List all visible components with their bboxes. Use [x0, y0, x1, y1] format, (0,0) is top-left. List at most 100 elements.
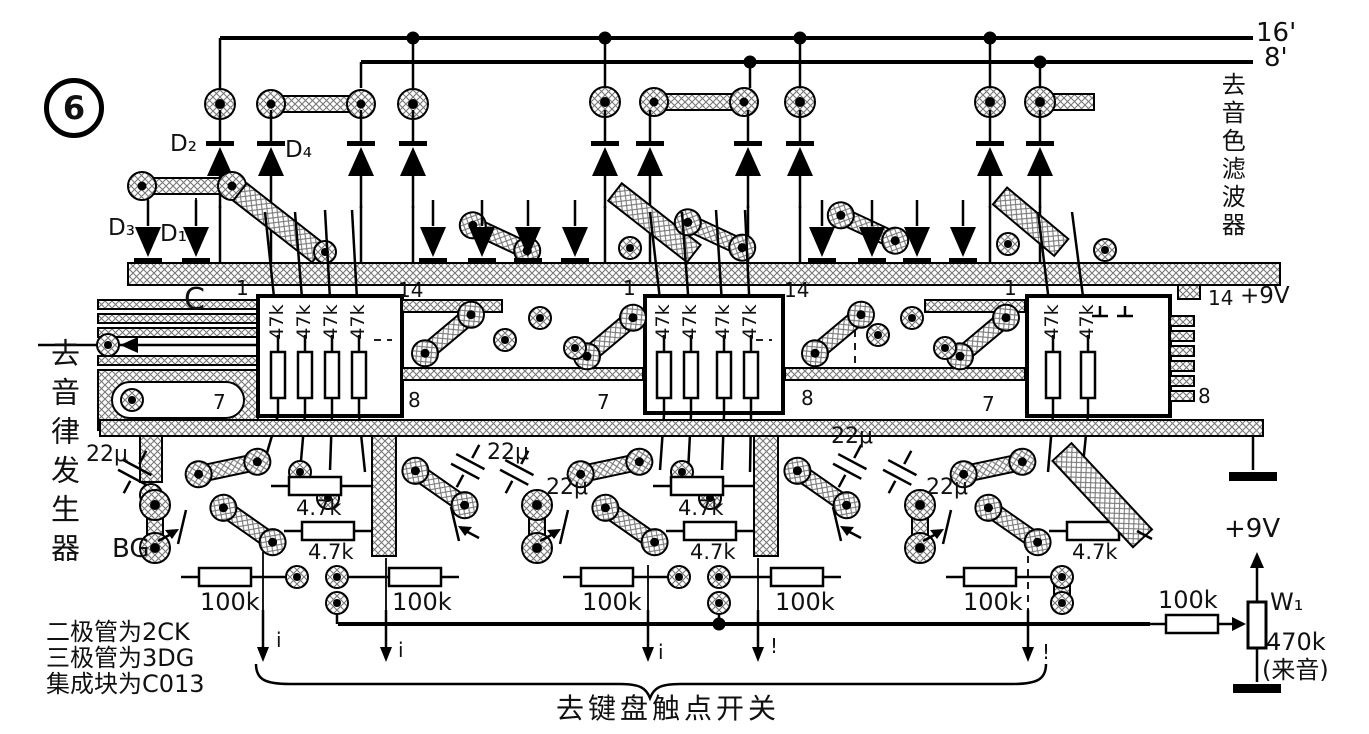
ic2-pin1: 1	[623, 276, 636, 300]
top-bus-16	[218, 31, 1253, 88]
main-power-bus	[127, 262, 1281, 300]
pad	[707, 565, 731, 589]
ic1-r2-value: 47k	[293, 304, 316, 340]
cap-value: 22μ	[926, 475, 968, 500]
pad	[1093, 238, 1117, 262]
r100-value: 100k	[963, 588, 1023, 616]
r47-value: 4.7k	[690, 540, 736, 564]
transistor-bg-label: BG	[112, 534, 150, 564]
diode-d1-label: D₁	[160, 221, 187, 247]
section-wires	[269, 484, 372, 624]
diode	[901, 198, 933, 265]
tone-generator-label: 去音律发生器	[46, 338, 81, 572]
ic1-r4-value: 47k	[347, 304, 370, 340]
arrow-mark: i	[658, 640, 664, 664]
pad	[96, 333, 120, 357]
diode	[784, 108, 816, 210]
r47-value: 4.7k	[1072, 540, 1118, 564]
pad	[139, 489, 171, 521]
tone-filter-label: 去音色滤波器	[1217, 72, 1246, 240]
arrow-mark: i	[276, 628, 282, 652]
junction-dot	[712, 617, 726, 631]
resistor	[179, 566, 271, 588]
pad	[325, 565, 349, 589]
r47-value: 4.7k	[678, 496, 724, 520]
diode	[397, 108, 429, 210]
pad	[866, 323, 890, 347]
cap-value: 22μ	[831, 424, 873, 449]
resistor	[751, 566, 843, 588]
bus-16-label: 16'	[1256, 18, 1297, 48]
junction-dot	[406, 31, 420, 45]
pcb-trace	[639, 87, 759, 117]
ic2-pin8: 8	[801, 386, 814, 410]
pad	[563, 336, 587, 360]
analog-section-2	[490, 435, 877, 624]
diode	[1024, 108, 1056, 210]
pad	[933, 336, 957, 360]
ic3-r1-value: 47k	[1041, 304, 1064, 340]
power-bus-label: +9V	[1240, 283, 1290, 309]
pcb-trace	[256, 89, 376, 119]
ic1-r1-value: 47k	[266, 304, 289, 340]
junction-dot	[1033, 55, 1047, 69]
ic-2	[643, 209, 785, 473]
arrow-mark: i	[398, 638, 404, 662]
ic3-pin1: 1	[1004, 276, 1017, 300]
w1-potentiometer	[1233, 552, 1281, 693]
pad	[120, 388, 144, 412]
diode-d3-label: D₃	[108, 215, 135, 241]
arrow-down-icon	[255, 608, 271, 664]
pad	[900, 306, 924, 330]
diode	[559, 198, 591, 265]
diode	[255, 108, 287, 210]
cap-value: 22μ	[86, 442, 128, 467]
arrow-mark: !	[770, 634, 779, 658]
figure-number-badge: 6	[44, 78, 104, 138]
diode	[856, 198, 888, 265]
section-wires	[1034, 529, 1153, 579]
gap-trace-cluster-1	[401, 295, 653, 381]
r47-value: 4.7k	[296, 496, 342, 520]
arrow-left-icon	[120, 337, 138, 353]
ic2-pin14: 14	[784, 278, 810, 302]
ground-icon	[1229, 472, 1277, 481]
pcb-trace	[606, 181, 702, 264]
pcb-trace	[127, 171, 247, 201]
arrow-down-icon	[750, 608, 766, 664]
ic1-pin1: 1	[236, 276, 249, 300]
arrow-down-icon	[640, 608, 656, 664]
ic1-r3-value: 47k	[320, 304, 343, 340]
ic3-pin14: 14	[1208, 286, 1234, 310]
w1-value: 470k	[1266, 628, 1326, 656]
resistor	[664, 520, 756, 542]
ic-tick-marks	[1092, 306, 1133, 318]
ground-icon	[1233, 684, 1281, 693]
pcb-trace	[1051, 441, 1154, 549]
pad	[1050, 565, 1074, 589]
ic2-r4-value: 47k	[739, 304, 762, 340]
resistor	[282, 520, 374, 542]
r100-value: 100k	[775, 588, 835, 616]
ic1-pin7: 7	[213, 390, 226, 414]
ic-3	[1025, 211, 1195, 475]
pad	[313, 240, 337, 264]
note-diodes: 二极管为2CK	[46, 618, 190, 646]
diode-d4-label: D₄	[285, 137, 312, 163]
diode-d2-label: D₂	[170, 131, 197, 157]
analog-section-1	[108, 435, 495, 624]
resistor	[1146, 613, 1238, 635]
pcb-trace	[231, 181, 327, 264]
arrow-up-icon	[1250, 552, 1264, 568]
diode	[974, 108, 1006, 210]
ic3-r2-value: 47k	[1076, 304, 1099, 340]
pcb-trace	[567, 298, 653, 376]
pad	[325, 591, 349, 615]
pad	[493, 328, 517, 352]
pcb-trace	[204, 488, 292, 562]
note-transistors: 三极管为3DG	[46, 644, 195, 672]
arrow-down-icon	[1020, 608, 1036, 664]
top-bus-8	[359, 55, 1253, 88]
